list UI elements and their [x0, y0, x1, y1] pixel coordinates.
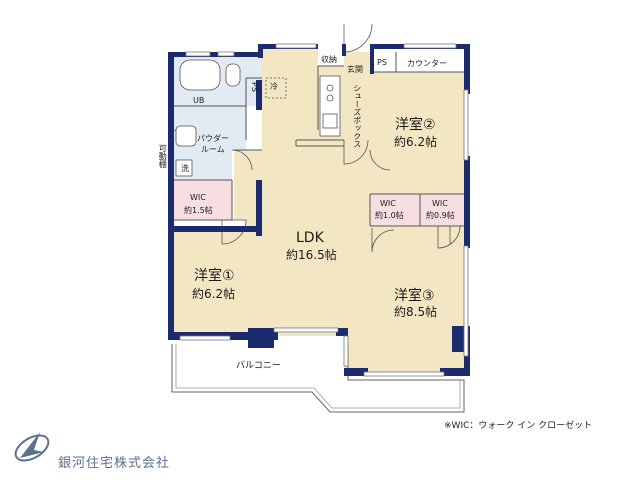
wall-segment — [464, 156, 470, 248]
closet-wic3 — [420, 194, 464, 226]
stove-burner — [326, 94, 334, 102]
entrance-label: 玄関 — [347, 65, 363, 74]
wall-segment — [342, 44, 346, 56]
closet-name-wic1: WIC — [190, 193, 206, 202]
pipe-space-label-1: PS — [250, 82, 260, 92]
fridge-space — [265, 77, 287, 99]
kitchen-sink — [322, 113, 338, 129]
wall-segment — [168, 52, 174, 340]
balcony-outline — [171, 344, 465, 413]
room-name-ldk: LDK — [296, 230, 324, 246]
balcony-inner-outline — [175, 344, 461, 409]
room-name-western1: 洋室① — [194, 268, 235, 284]
windows — [179, 43, 469, 377]
fridge-label: 冷 — [270, 82, 278, 91]
room-size-western2: 約6.2帖 — [394, 135, 438, 149]
floor-western1 — [172, 230, 262, 336]
shoebox-label: シューズボックス — [352, 84, 362, 148]
closet-wic2 — [370, 194, 420, 226]
wall-segment — [344, 368, 368, 376]
wall-segment — [168, 52, 262, 57]
powder-room-label-1: パウダー — [197, 134, 229, 143]
wall-segment — [168, 226, 262, 232]
movable-shelf-label: 可動棚 — [158, 144, 168, 168]
closet-size-wic3: 約0.9帖 — [426, 211, 455, 220]
floor-ldk — [262, 48, 344, 336]
wall-segment — [370, 44, 374, 74]
toilet — [225, 63, 241, 87]
unit-bath-label: UB — [193, 96, 205, 105]
thin-lines — [172, 52, 464, 227]
floor-corridor — [344, 130, 372, 226]
washing-machine — [175, 159, 193, 177]
wall-segment — [256, 80, 262, 110]
wall-segment — [336, 328, 348, 336]
storage-label: 収納 — [321, 55, 337, 64]
closet-name-wic3: WIC — [432, 199, 448, 208]
galaxy-logo-icon — [14, 432, 50, 462]
bathtub — [179, 59, 221, 91]
pipe-space-label-2: PS — [377, 58, 387, 67]
closet-wic1 — [172, 180, 232, 220]
wall-segment — [258, 44, 263, 58]
wall-segment — [464, 352, 470, 376]
floor-western2 — [370, 72, 464, 194]
door-swings — [171, 23, 461, 253]
room-name-western3: 洋室③ — [394, 288, 435, 304]
counter-label: カウンター — [407, 59, 447, 68]
washbasin — [175, 125, 197, 147]
room-size-western3: 約8.5帖 — [394, 305, 438, 319]
room-name-western2: 洋室② — [395, 117, 436, 133]
closet-size-wic2: 約1.0帖 — [375, 211, 404, 220]
wic-legend-note: ※WIC：ウォーク イン クローゼット — [444, 421, 593, 431]
floor-entrance — [344, 52, 372, 130]
wall-segment — [256, 180, 262, 236]
laundry-label: 洗 — [181, 164, 189, 173]
room-size-ldk: 約16.5帖 — [286, 248, 337, 262]
floor-western3 — [344, 226, 464, 372]
stove-burner — [326, 84, 334, 92]
fixtures — [175, 59, 341, 177]
balcony-label: バルコニー — [236, 361, 281, 371]
wall-segment — [248, 328, 274, 348]
closet-name-wic2: WIC — [380, 199, 396, 208]
company-name: 銀河住宅株式会社 — [58, 456, 171, 471]
closet-size-wic1: 約1.5帖 — [184, 206, 213, 215]
wall-segment — [464, 44, 470, 94]
room-size-western1: 約6.2帖 — [192, 287, 236, 301]
wall-segment — [440, 368, 470, 376]
powder-room-label-2: ルーム — [201, 145, 225, 154]
